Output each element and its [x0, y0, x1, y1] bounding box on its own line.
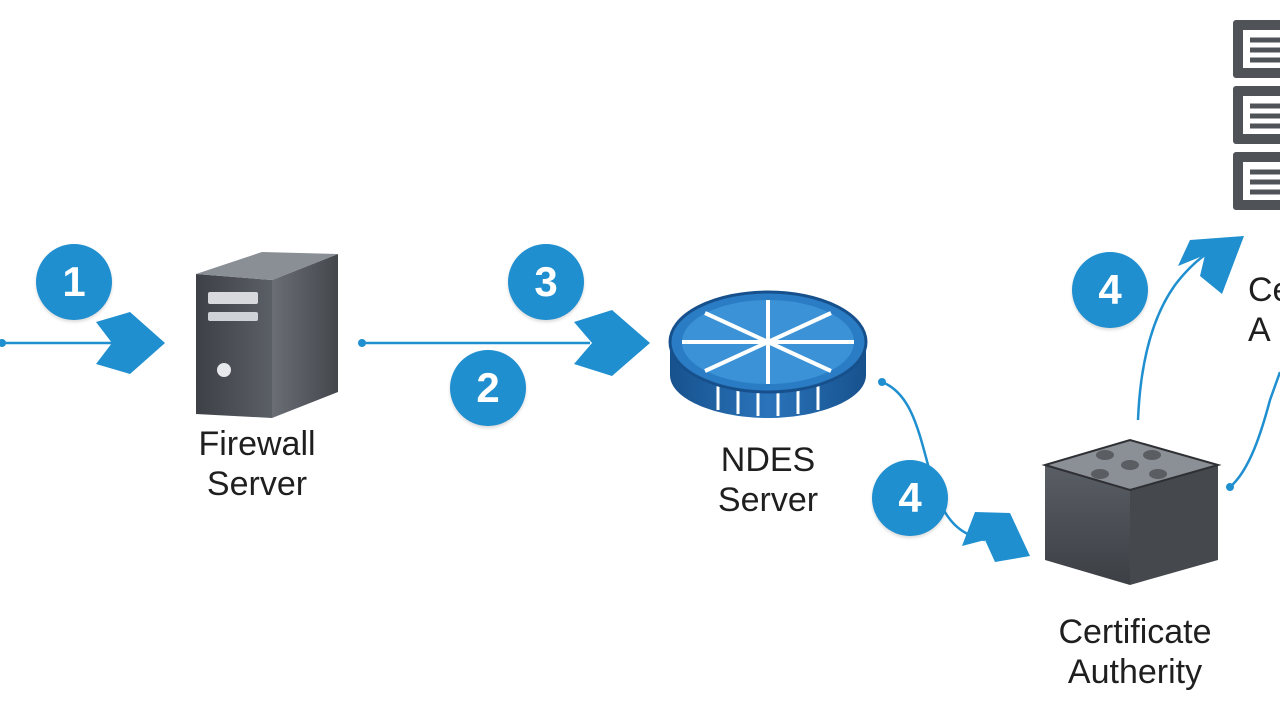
arrow-icon [96, 312, 165, 374]
arrow-icon [574, 310, 650, 376]
connector-dot [0, 339, 6, 347]
cube-icon [1041, 438, 1222, 585]
ndes-label-line1: NDES [720, 441, 816, 479]
step-badge-3: 3 [508, 244, 584, 320]
arrow-icon [1178, 236, 1244, 294]
ca-cropped-line2: A [1248, 311, 1271, 349]
step-badge-1: 1 [36, 244, 112, 320]
connector-dot [1226, 483, 1234, 491]
firewall-server-label: Firewall Server [157, 424, 357, 504]
arrowheads [96, 236, 1244, 562]
server-tower-icon [196, 252, 338, 418]
ndes-server-label: NDES Server [668, 440, 868, 520]
connector-ca-to-rack [1136, 253, 1206, 421]
ca-cropped-line1: Ce [1248, 271, 1280, 309]
firewall-label-line2: Server [206, 465, 308, 503]
server-rack-icon [1233, 20, 1280, 210]
firewall-label-line1: Firewall [198, 425, 316, 463]
connector-ca-right [1229, 371, 1280, 488]
ndes-label-line2: Server [717, 481, 819, 519]
step-badge-4-ndes: 4 [872, 460, 948, 536]
connector-dot [358, 339, 366, 347]
arrow-icon [962, 512, 1030, 562]
certificate-authority-label: Certificate Autherity [1020, 612, 1250, 692]
connector-dot [878, 378, 886, 386]
router-icon [668, 290, 868, 418]
certificate-authority-label-cropped: Ce A [1248, 270, 1280, 350]
step-badge-4-ca: 4 [1072, 252, 1148, 328]
ca-label-line2: Autherity [1067, 653, 1203, 691]
step-badge-2: 2 [450, 350, 526, 426]
ca-label-line1: Certificate [1058, 613, 1212, 651]
